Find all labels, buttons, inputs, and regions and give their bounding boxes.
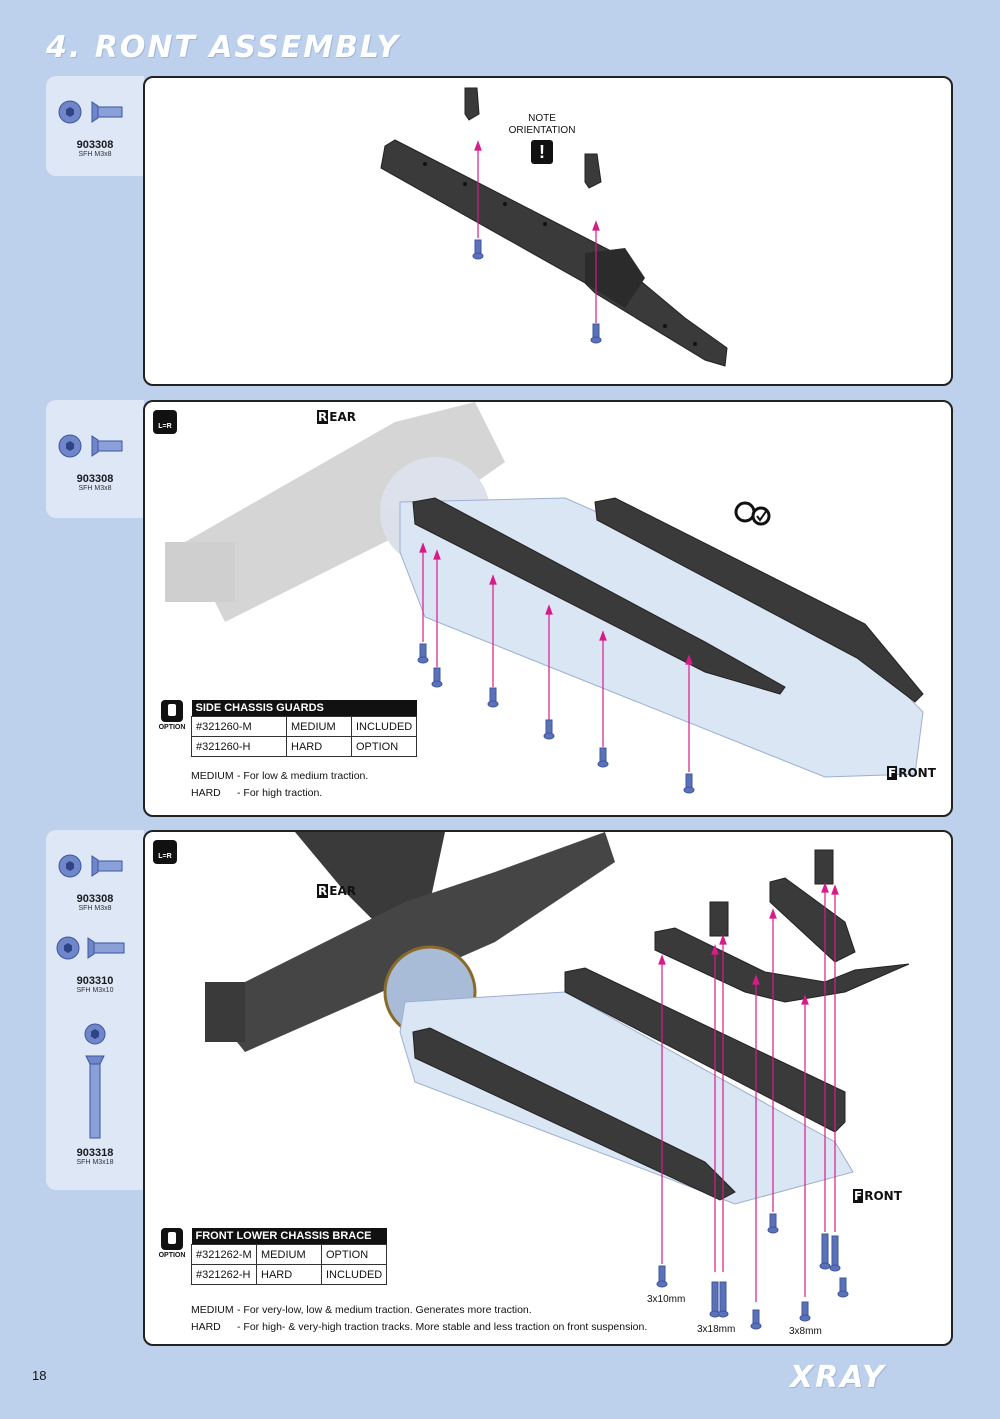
screw-m3x8-icon — [58, 434, 123, 458]
step3-illustration — [205, 832, 910, 1330]
part-903308: 903308 SFH M3x8 — [46, 432, 144, 492]
clip-2 — [584, 153, 602, 189]
part-903318: 903318 SFH M3x18 — [46, 1022, 144, 1166]
parts-box-step2: 903308 SFH M3x8 — [46, 400, 144, 518]
screw-label-3x8: 3x8mm — [789, 1326, 822, 1337]
notes: MEDIUM- For low & medium traction. HARD-… — [191, 770, 369, 799]
screw-m3x18-icon — [84, 1023, 106, 1139]
notes: MEDIUM- For very-low, low & medium tract… — [191, 1304, 648, 1333]
brand-logo: XRAY — [790, 1360, 886, 1395]
parts-box-step3: 903308 SFH M3x8 903310 SFH M3x10 903318 … — [46, 830, 144, 1190]
left-right-badge: L=R — [153, 840, 177, 864]
left-right-badge: L=R — [153, 410, 177, 434]
screw-label-3x10: 3x10mm — [647, 1294, 686, 1305]
part-903308: 903308 SFH M3x8 — [46, 98, 144, 158]
step1-illustration — [380, 87, 728, 367]
screw-m3x10-icon — [56, 936, 125, 960]
screw-m3x8-icon — [58, 100, 123, 124]
part-903310: 903310 SFH M3x10 — [46, 934, 144, 994]
thumbs-up-icon — [161, 700, 183, 722]
gear-check-icon — [734, 501, 771, 526]
clip-1 — [464, 87, 480, 121]
parts-box-step1: 903308 SFH M3x8 — [46, 76, 144, 176]
screw-m3x8-icon — [58, 854, 123, 878]
part-903308: 903308 SFH M3x8 — [46, 852, 144, 912]
option-badge: OPTION — [157, 700, 187, 731]
step2-illustration — [165, 402, 924, 794]
option-badge: OPTION — [157, 1228, 187, 1259]
warning-icon: ! — [531, 140, 553, 164]
thumbs-up-icon — [161, 1228, 183, 1250]
page-number: 18 — [32, 1368, 47, 1383]
screw-label-3x18: 3x18mm — [697, 1324, 736, 1335]
page-title: 4. RONT ASSEMBLY — [46, 30, 401, 65]
